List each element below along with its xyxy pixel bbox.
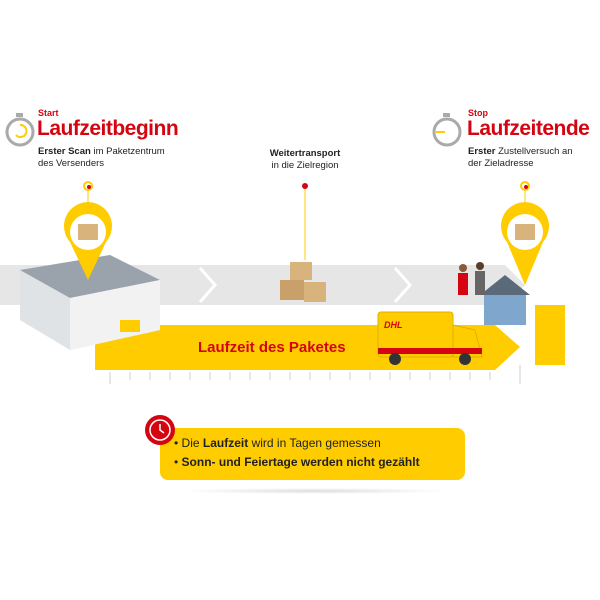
parcels-illustration bbox=[280, 262, 326, 302]
chevron-icon bbox=[393, 267, 413, 303]
info-shadow bbox=[180, 488, 450, 494]
dhl-logo: DHL bbox=[384, 320, 403, 330]
start-desc-line2: des Versenders bbox=[38, 158, 105, 169]
start-description: Erster Scan im Paketzentrum des Versende… bbox=[38, 146, 165, 170]
stop-description: Erster Zustellversuch an der Zieladresse bbox=[468, 146, 573, 170]
people-illustration bbox=[458, 262, 485, 295]
info-line1-bold: Laufzeit bbox=[202, 436, 249, 450]
stop-marker-dot bbox=[520, 181, 530, 191]
arrow-label: Laufzeit des Paketes bbox=[198, 339, 346, 356]
info-line2-text: Sonn- und Feiertage werden nicht gezählt bbox=[181, 455, 420, 469]
start-label: Start bbox=[38, 108, 59, 118]
stopwatch-stop-icon bbox=[432, 113, 462, 147]
middle-marker-dot bbox=[302, 183, 308, 189]
start-desc-bold: Erster Scan bbox=[38, 146, 91, 157]
start-title: Laufzeitbeginn bbox=[37, 117, 179, 140]
day-ticks bbox=[109, 365, 521, 384]
middle-description: Weitertransport in die Zielregion bbox=[245, 148, 365, 172]
warehouse-illustration bbox=[20, 255, 160, 350]
stop-desc-rest: Zustellversuch an bbox=[495, 146, 573, 157]
timeline-illustration: DHL bbox=[0, 186, 565, 384]
info-line1-pre: Die bbox=[181, 436, 203, 450]
start-marker-dot bbox=[83, 181, 93, 191]
house-illustration bbox=[480, 275, 565, 365]
pin-start bbox=[64, 190, 113, 280]
stop-title: Laufzeitende bbox=[467, 117, 590, 140]
middle-desc: in die Zielregion bbox=[271, 160, 339, 171]
stopwatch-start-icon bbox=[5, 113, 35, 147]
info-line-2: • Sonn- und Feiertage werden nicht gezäh… bbox=[174, 455, 420, 469]
middle-title: Weitertransport bbox=[269, 148, 341, 159]
delivery-van-illustration: DHL bbox=[377, 311, 483, 365]
stop-desc-bold: Erster bbox=[468, 146, 496, 157]
info-line-1: • Die Laufzeit wird in Tagen gemessen bbox=[174, 436, 381, 450]
info-box: • Die Laufzeit wird in Tagen gemessen • … bbox=[160, 428, 465, 480]
start-desc-rest: im Paketzentrum bbox=[90, 146, 165, 157]
clock-icon bbox=[145, 415, 175, 445]
info-line1-post: wird in Tagen gemessen bbox=[248, 436, 381, 450]
stop-label: Stop bbox=[468, 108, 488, 118]
chevron-icon bbox=[198, 267, 218, 303]
stop-desc-line2: der Zieladresse bbox=[468, 158, 534, 169]
pin-stop bbox=[500, 190, 549, 285]
